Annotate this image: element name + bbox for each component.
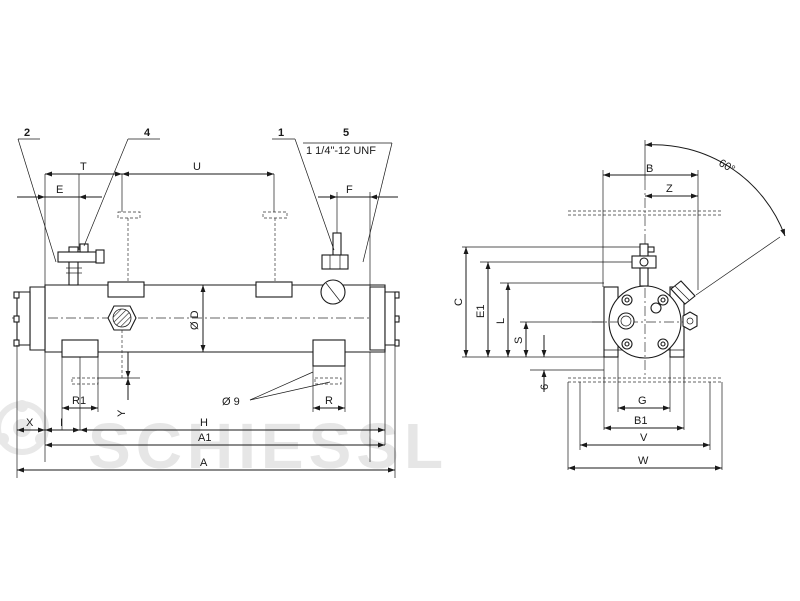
- dim-label-V: V: [640, 432, 648, 444]
- watermark-logo-icon: [0, 400, 49, 455]
- dim-label-S: S: [513, 337, 525, 344]
- dim-label-A1: A1: [198, 432, 211, 444]
- dim-label-H: H: [200, 417, 208, 429]
- watermark-text: SCHIESSL: [88, 410, 448, 482]
- dim-label-F: F: [346, 184, 353, 196]
- end-view: [462, 140, 786, 471]
- bottom-foot-right: [312, 339, 346, 367]
- dim-label-X: X: [26, 417, 34, 429]
- port-left: [617, 312, 635, 330]
- angle-arc: [644, 142, 786, 237]
- port-right: [650, 302, 662, 314]
- schrader-valve-icon: [57, 243, 105, 286]
- dim-label-angle: 60°: [717, 157, 737, 176]
- hex-boss-thread: [112, 308, 132, 328]
- dim-label-B1: B1: [634, 415, 647, 427]
- dim-label-R1: R1: [72, 395, 86, 407]
- dim-label-G: G: [638, 395, 647, 407]
- dim-label-U: U: [193, 161, 201, 173]
- dim-label-Y: Y: [116, 409, 128, 417]
- dim-label-Z: Z: [666, 183, 673, 195]
- top-foot-left: [107, 281, 145, 298]
- callout-4: 4: [144, 127, 151, 139]
- dim-label-B: B: [646, 163, 653, 175]
- dim-label-D: Ø D: [189, 310, 201, 330]
- angled-fitting-icon: [670, 280, 696, 305]
- dim-label-L: L: [495, 318, 507, 324]
- dim-label-I: I: [60, 417, 63, 429]
- left-end-cap: [29, 286, 46, 351]
- side-view: [12, 138, 400, 478]
- dim-label-T: T: [80, 161, 87, 173]
- dim-label-W: W: [638, 455, 649, 467]
- top-valve-icon: [631, 243, 657, 287]
- right-end-cap: [369, 286, 386, 351]
- dim-label-C: C: [453, 298, 465, 306]
- callout-1: 1: [278, 127, 284, 139]
- top-foot-right: [255, 281, 293, 298]
- thread-spec: 1 1/4"-12 UNF: [306, 145, 376, 157]
- dim-label-E: E: [56, 184, 63, 196]
- dim-label-6: 6: [539, 384, 551, 390]
- bottom-foot-left: [61, 339, 99, 358]
- callout-2: 2: [24, 127, 30, 139]
- connection-nut-icon: [320, 232, 349, 305]
- side-hex-nut: [682, 311, 698, 331]
- dim-label-hole: Ø 9: [222, 396, 240, 408]
- dim-label-R: R: [325, 395, 333, 407]
- callout-5: 5: [343, 127, 349, 139]
- dim-label-A: A: [200, 457, 208, 469]
- dim-label-E1: E1: [475, 305, 487, 318]
